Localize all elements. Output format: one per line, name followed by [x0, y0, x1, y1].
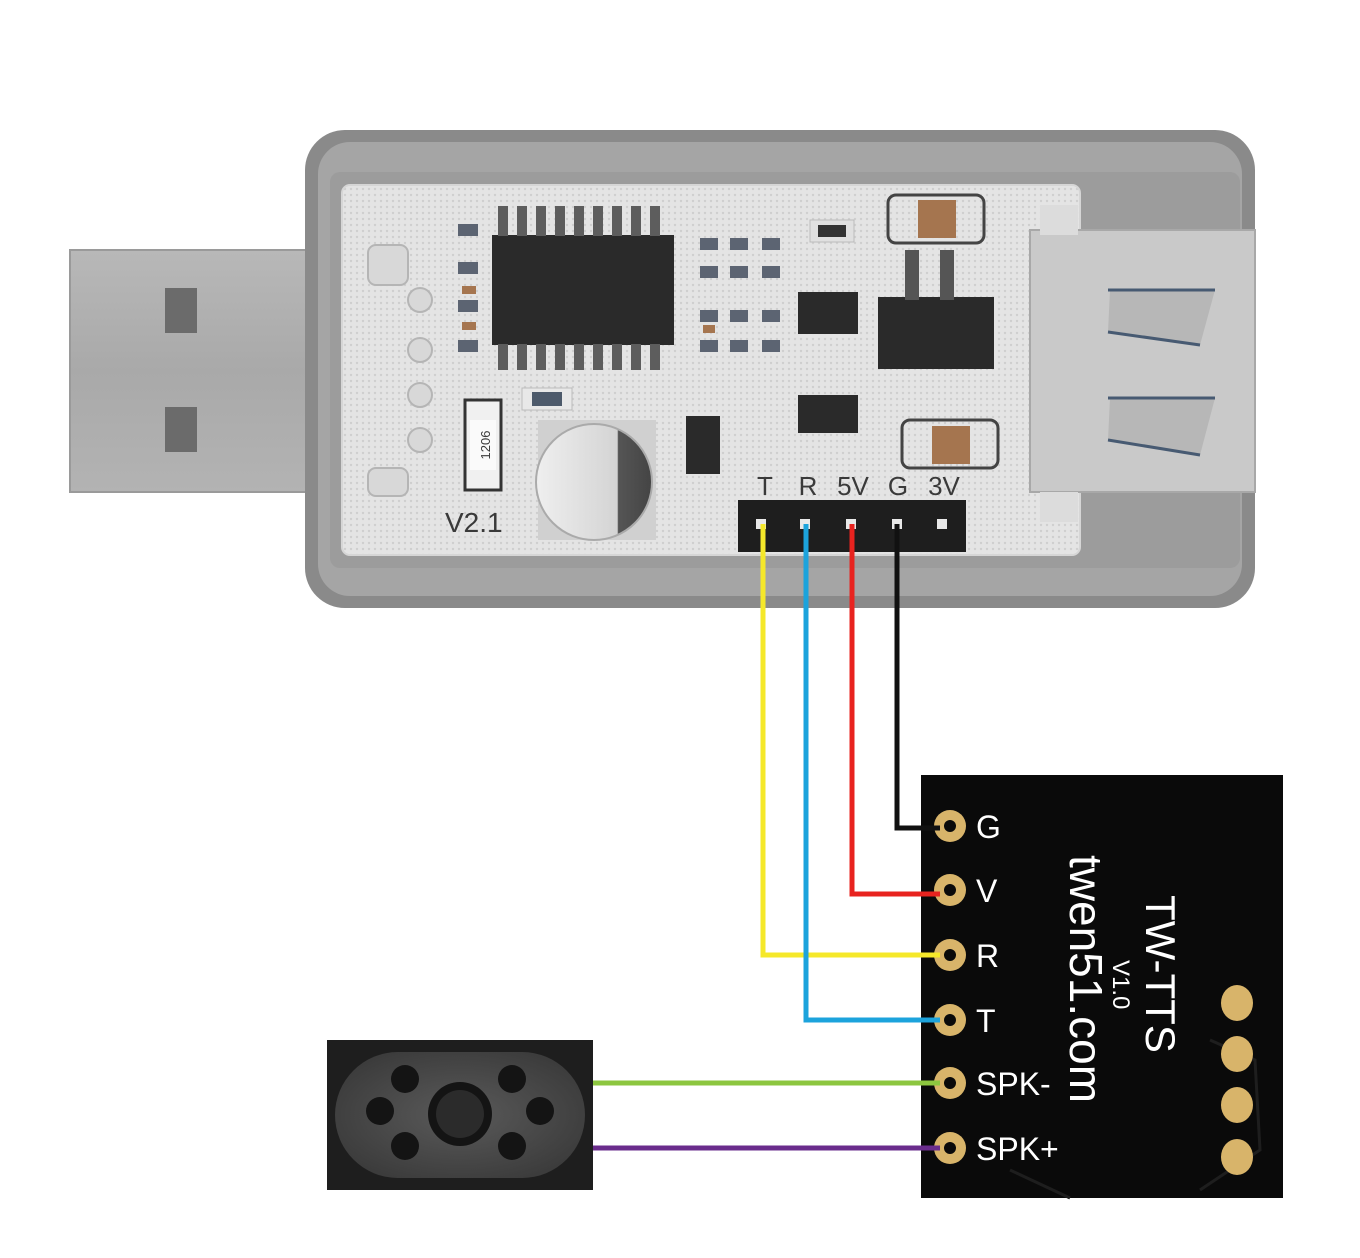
tts-pin-label-spk-minus: SPK- — [976, 1066, 1051, 1102]
tts-pin-spk-minus: SPK- — [934, 1066, 1051, 1102]
pin-label-g: G — [888, 471, 908, 501]
capacitor — [535, 420, 656, 541]
header-pin-labels: T R 5V G 3V — [757, 471, 960, 501]
tts-pins: G V R T SPK- SPK+ — [934, 809, 1059, 1167]
pin-label-5v: 5V — [837, 471, 869, 501]
usb-uart-chip — [492, 206, 674, 370]
wire-t-to-r — [760, 524, 940, 958]
usb-plug-hole-bottom — [165, 407, 197, 452]
pin-label-t: T — [757, 471, 773, 501]
tts-pin-label-g: G — [976, 809, 1001, 845]
tts-pin-label-v: V — [976, 873, 998, 909]
tts-extra-pads — [1221, 985, 1253, 1175]
resistor-1206: 1206 — [463, 398, 503, 492]
tts-pin-label-r: R — [976, 938, 999, 974]
wire-5v-to-v — [849, 524, 940, 897]
tts-pin-v: V — [934, 873, 998, 909]
tts-pin-spk-plus: SPK+ — [934, 1131, 1059, 1167]
usb-a-port — [1029, 205, 1256, 522]
pin-label-r: R — [799, 471, 818, 501]
tts-module: twen51.com TW-TTS V1.0 G V R — [921, 775, 1283, 1200]
usb-plug-hole-top — [165, 288, 197, 333]
adapter-version: V2.1 — [445, 507, 503, 538]
tts-pin-label-t: T — [976, 1003, 996, 1039]
usb-ttl-adapter: 1206 V2.1 T R 5V G 3V — [69, 130, 1256, 608]
pin-label-3v: 3V — [928, 471, 960, 501]
wires — [593, 524, 940, 1151]
tts-pin-g: G — [934, 809, 1001, 845]
smd-components — [458, 193, 1000, 474]
wire-g-to-g — [894, 524, 940, 831]
tts-version: V1.0 — [1107, 960, 1134, 1009]
resistor-code: 1206 — [478, 431, 493, 460]
tts-website: twen51.com — [1060, 855, 1112, 1103]
speaker — [327, 1040, 593, 1190]
tts-title: TW-TTS — [1137, 895, 1184, 1053]
tts-pin-label-spk-plus: SPK+ — [976, 1131, 1059, 1167]
tts-pin-t: T — [934, 1003, 996, 1039]
tts-pin-r: R — [934, 938, 999, 974]
usb-solder-pads — [367, 244, 433, 497]
tts-module-board — [921, 775, 1283, 1198]
wire-r-to-t — [803, 524, 940, 1023]
